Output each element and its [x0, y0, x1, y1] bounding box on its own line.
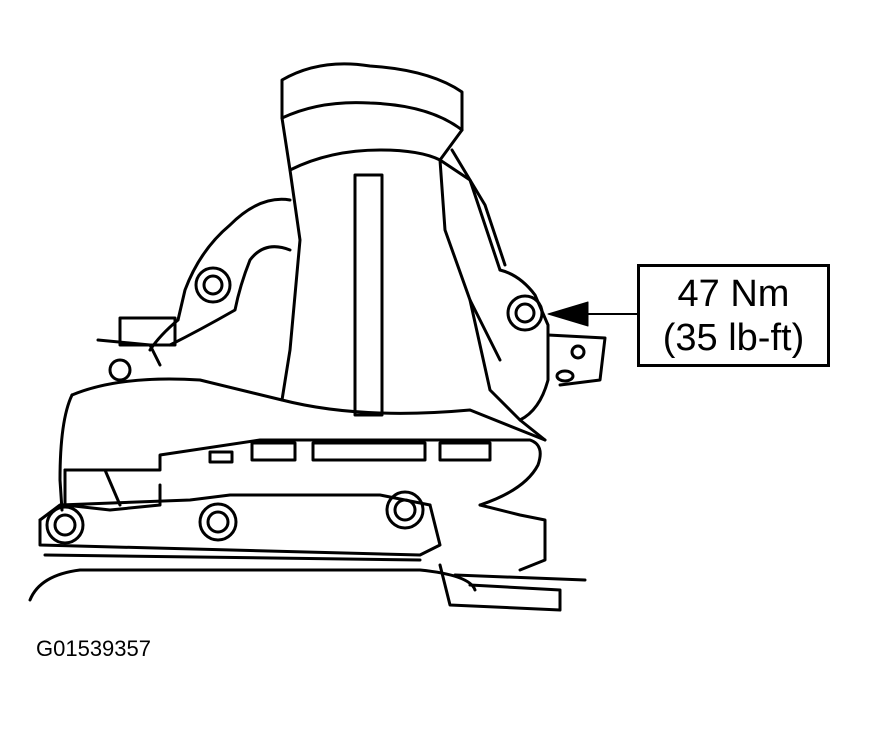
hole-right-flange-upper [570, 344, 586, 360]
housing-lower-body [28, 377, 587, 612]
bolt-torque-target [506, 294, 544, 332]
hole-right-flange-lower [555, 369, 575, 383]
torque-imperial: (35 lb-ft) [662, 316, 805, 359]
leader-arrow [547, 301, 638, 327]
bolt-upper-left [194, 266, 232, 304]
torque-metric: 47 Nm [677, 272, 790, 315]
figure-id: G01539357 [36, 636, 151, 661]
bolt-lower-left [45, 505, 85, 545]
housing-neck [280, 62, 507, 417]
bolt-left-small [108, 358, 132, 382]
torque-callout-box: 47 Nm (35 lb-ft) [637, 264, 830, 367]
housing-right-flange [468, 268, 607, 442]
housing-left-flange [96, 197, 292, 367]
bolt-lower-right [385, 490, 425, 530]
bolt-lower-middle [198, 502, 238, 542]
